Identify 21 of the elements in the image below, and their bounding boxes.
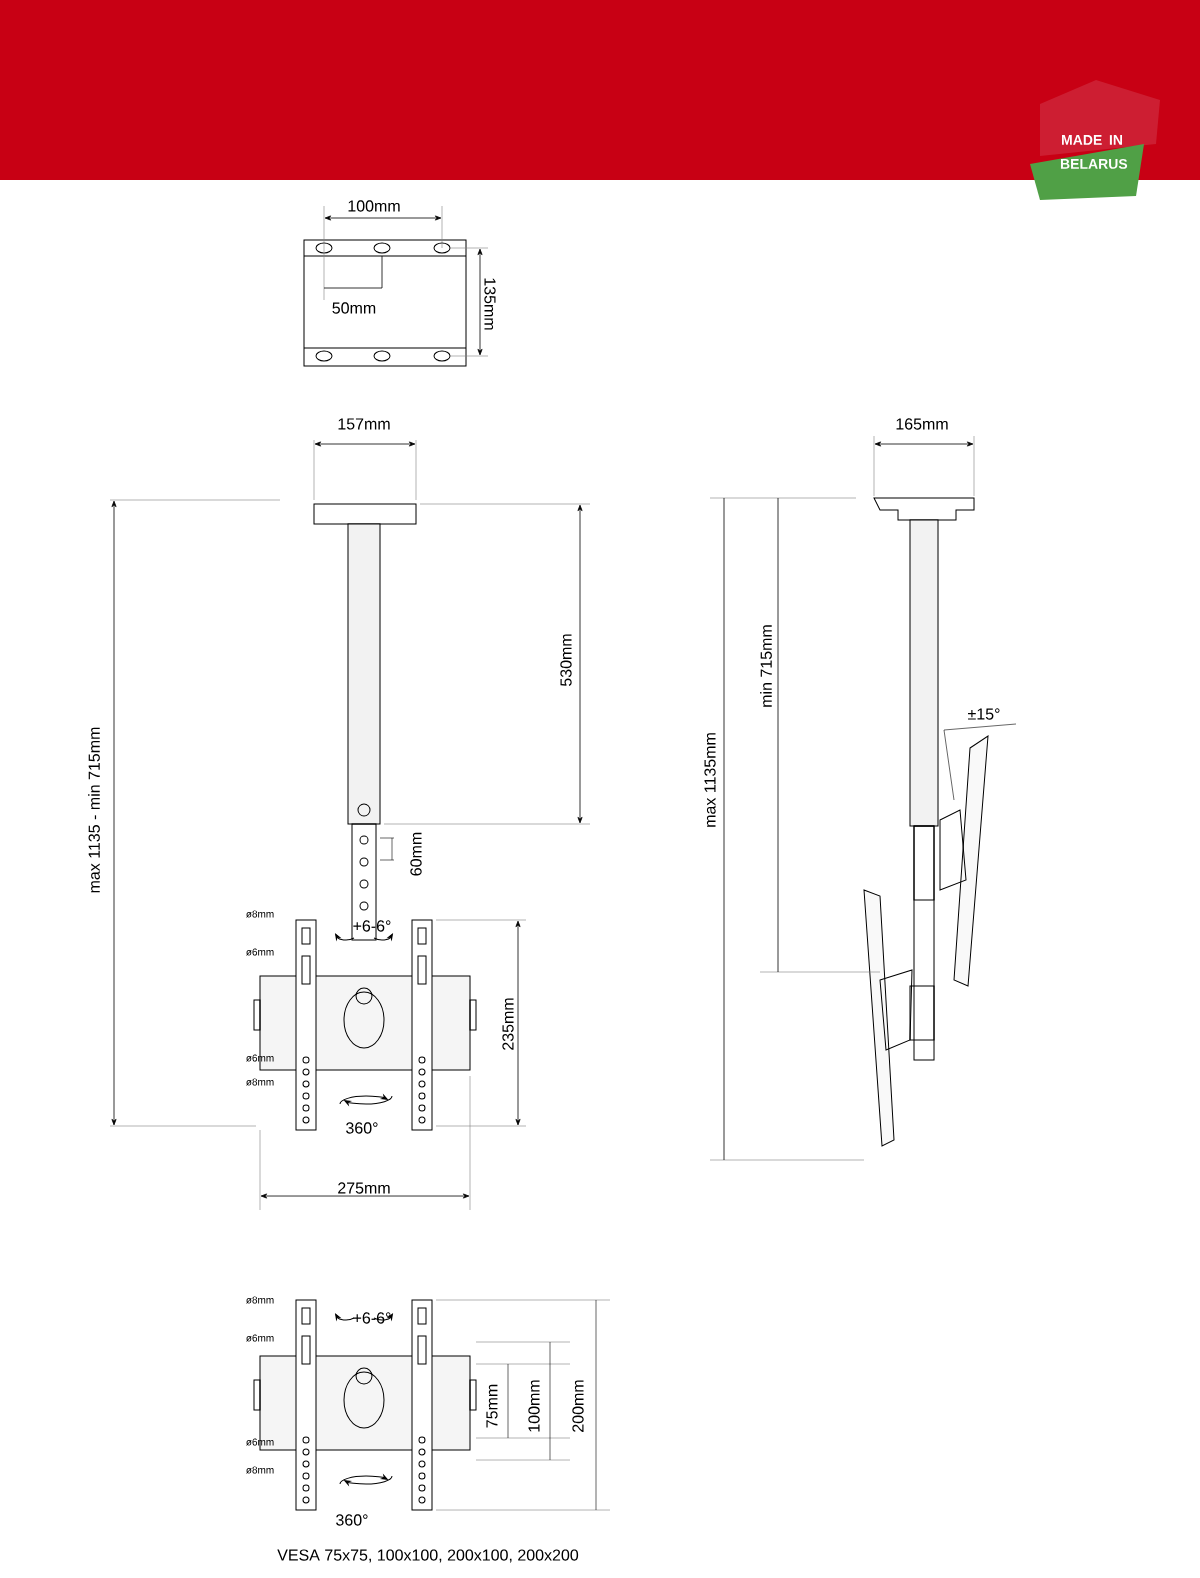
- dimension-label: 100mm: [528, 1380, 540, 1432]
- dimension-label: 275mm: [338, 1182, 390, 1194]
- dimension-label: 75mm: [486, 1384, 498, 1428]
- dimension-label: 157mm: [338, 418, 390, 430]
- vesa-note: VESA 75x75, 100x100, 200x100, 200x200: [277, 1549, 579, 1563]
- dimension-label: 135mm: [484, 278, 496, 330]
- dimension-label: 530mm: [560, 634, 572, 687]
- angle-label: 360°: [336, 1514, 368, 1526]
- dimension-label: max 1135 - min 715mm: [88, 727, 100, 893]
- dimension-label: max 1135mm: [704, 733, 716, 827]
- dimension-label: 60mm: [410, 832, 422, 876]
- dimension-label: 235mm: [502, 998, 514, 1050]
- dimension-label: 100mm: [348, 200, 400, 212]
- angle-label: +6-6°: [353, 920, 391, 932]
- dimension-label: 200mm: [572, 1380, 584, 1432]
- angle-label: +6-6°: [353, 1312, 391, 1324]
- angle-label: ±15°: [968, 708, 1000, 720]
- dimension-label: 165mm: [896, 418, 948, 430]
- angle-label: 360°: [346, 1122, 378, 1134]
- dimension-label: 50mm: [332, 302, 376, 314]
- dimension-label: min 715mm: [760, 625, 772, 707]
